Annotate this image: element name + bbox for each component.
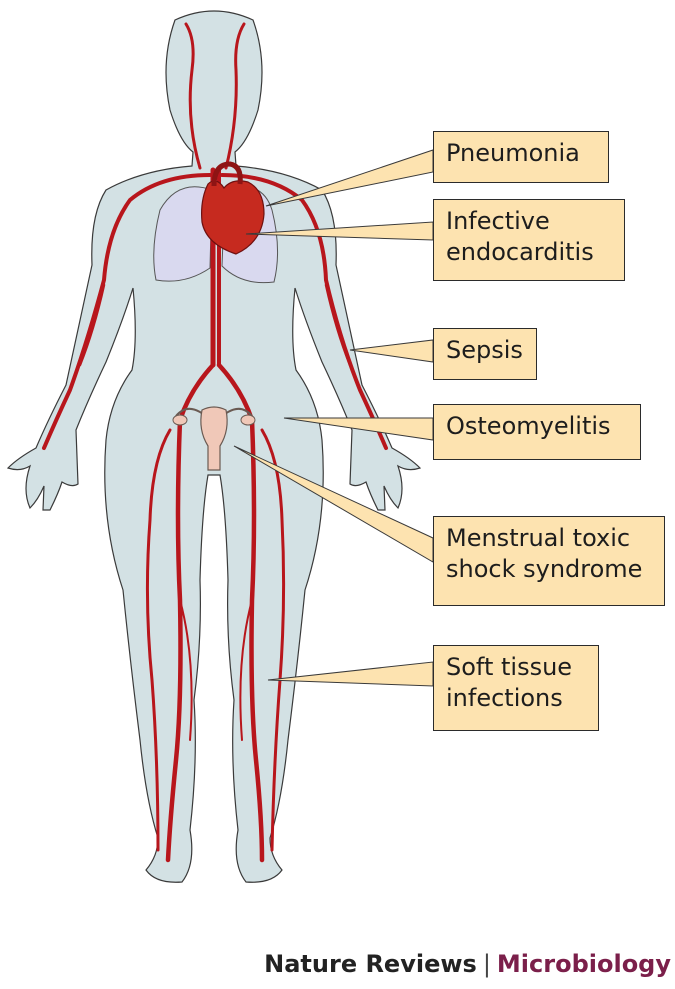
subclavian-left xyxy=(42,173,212,450)
aortic-arch xyxy=(211,161,243,187)
callout-line: Sepsis xyxy=(446,336,523,364)
callout-line: shock syndrome xyxy=(446,555,643,583)
journal-name: Nature Reviews xyxy=(264,950,477,978)
right-ovary xyxy=(240,414,256,426)
credit-separator: | xyxy=(482,950,491,978)
callout-infective-endocarditis: Infective endocarditis xyxy=(433,199,625,281)
callout-menstrual-tss: Menstrual toxic shock syndrome xyxy=(433,516,665,606)
journal-field: Microbiology xyxy=(496,950,671,978)
left-ovary xyxy=(172,414,188,426)
arm-branch-left xyxy=(78,283,106,367)
callout-line: Infective xyxy=(446,207,550,235)
leg-branch-right xyxy=(239,599,253,741)
subclavian-right xyxy=(220,173,388,450)
callout-soft-tissue-infections: Soft tissue infections xyxy=(433,645,599,731)
callout-line: Soft tissue xyxy=(446,653,573,681)
arm-branch-right xyxy=(324,283,352,367)
carotid-right xyxy=(224,22,246,170)
heart xyxy=(201,180,265,255)
leg-branch-left xyxy=(179,599,193,741)
leg-vein-left xyxy=(145,428,172,852)
callout-line: Osteomyelitis xyxy=(446,412,611,440)
callout-line: infections xyxy=(446,684,563,712)
callout-line: endocarditis xyxy=(446,238,594,266)
callout-line: Menstrual toxic xyxy=(446,524,631,552)
callout-pneumonia: Pneumonia xyxy=(433,131,609,183)
carotid-left xyxy=(184,22,202,170)
reproductive-organs xyxy=(172,406,256,471)
sepsis-pointer xyxy=(349,339,434,363)
callout-sepsis: Sepsis xyxy=(433,328,537,380)
journal-credit: Nature Reviews|Microbiology xyxy=(264,950,671,978)
leg-vein-right xyxy=(260,428,286,852)
callout-osteomyelitis: Osteomyelitis xyxy=(433,404,641,460)
left-lung xyxy=(153,186,213,282)
uterus xyxy=(200,406,228,471)
callout-line: Pneumonia xyxy=(446,139,580,167)
